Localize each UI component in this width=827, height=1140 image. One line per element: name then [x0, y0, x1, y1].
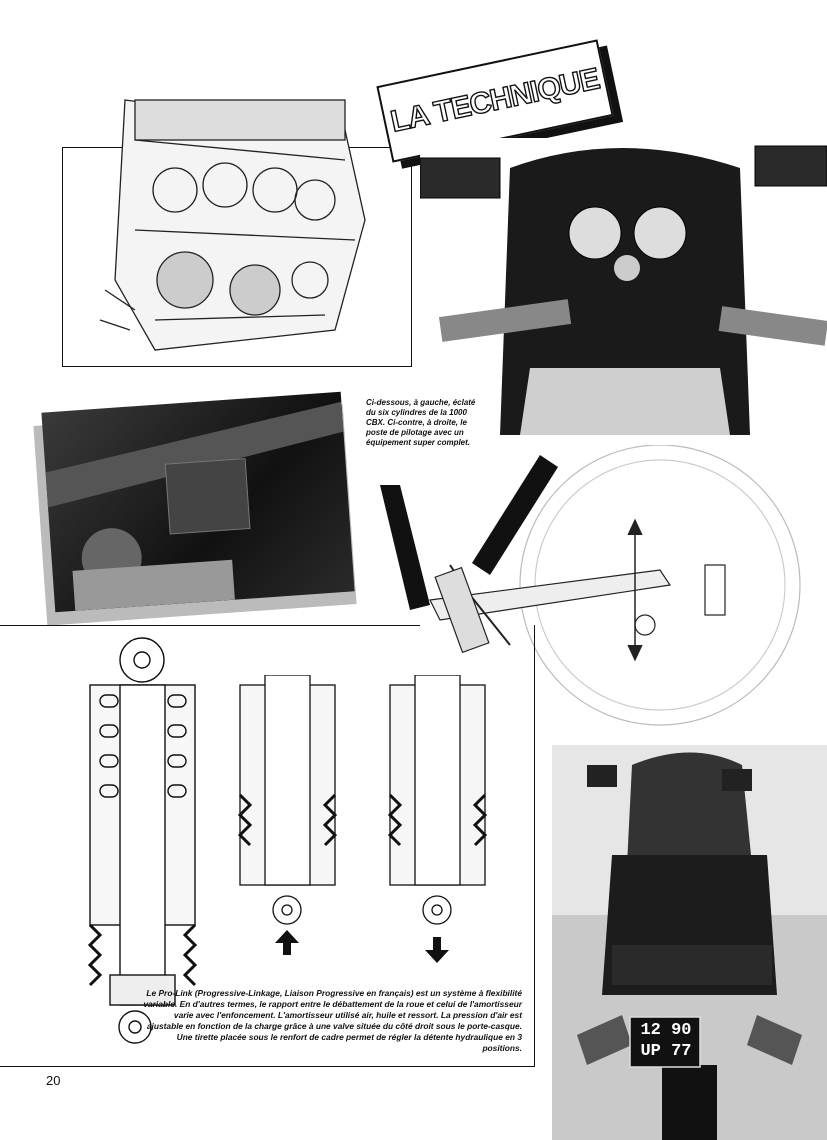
- plate-line-2: UP 77: [640, 1042, 692, 1061]
- engine-bay-photo: [41, 391, 355, 613]
- prolink-caption: Le Pro-Link (Progressive-Linkage, Liaiso…: [143, 988, 522, 1053]
- cockpit-photo: [420, 138, 827, 435]
- engine-exploded-illustration: [99, 99, 366, 351]
- footer-rule: [0, 1066, 535, 1067]
- section-rule: [0, 625, 420, 626]
- plate-line-1: 12 90: [640, 1021, 692, 1040]
- cockpit-illustration: [420, 145, 827, 435]
- prolink-suspension-diagram: [380, 445, 801, 726]
- shock-absorber-full-diagram: [87, 637, 198, 1044]
- shock-rebound-diagram: [387, 675, 488, 963]
- license-plate: 12 90 UP 77: [632, 1020, 700, 1066]
- shock-compression-diagram: [237, 675, 338, 955]
- top-caption: Ci-dessous, à gauche, éclaté du six cyli…: [366, 398, 476, 447]
- page-number: 20: [46, 1073, 61, 1088]
- rear-motorcycle-photo: 12 90 UP 77: [552, 745, 827, 1140]
